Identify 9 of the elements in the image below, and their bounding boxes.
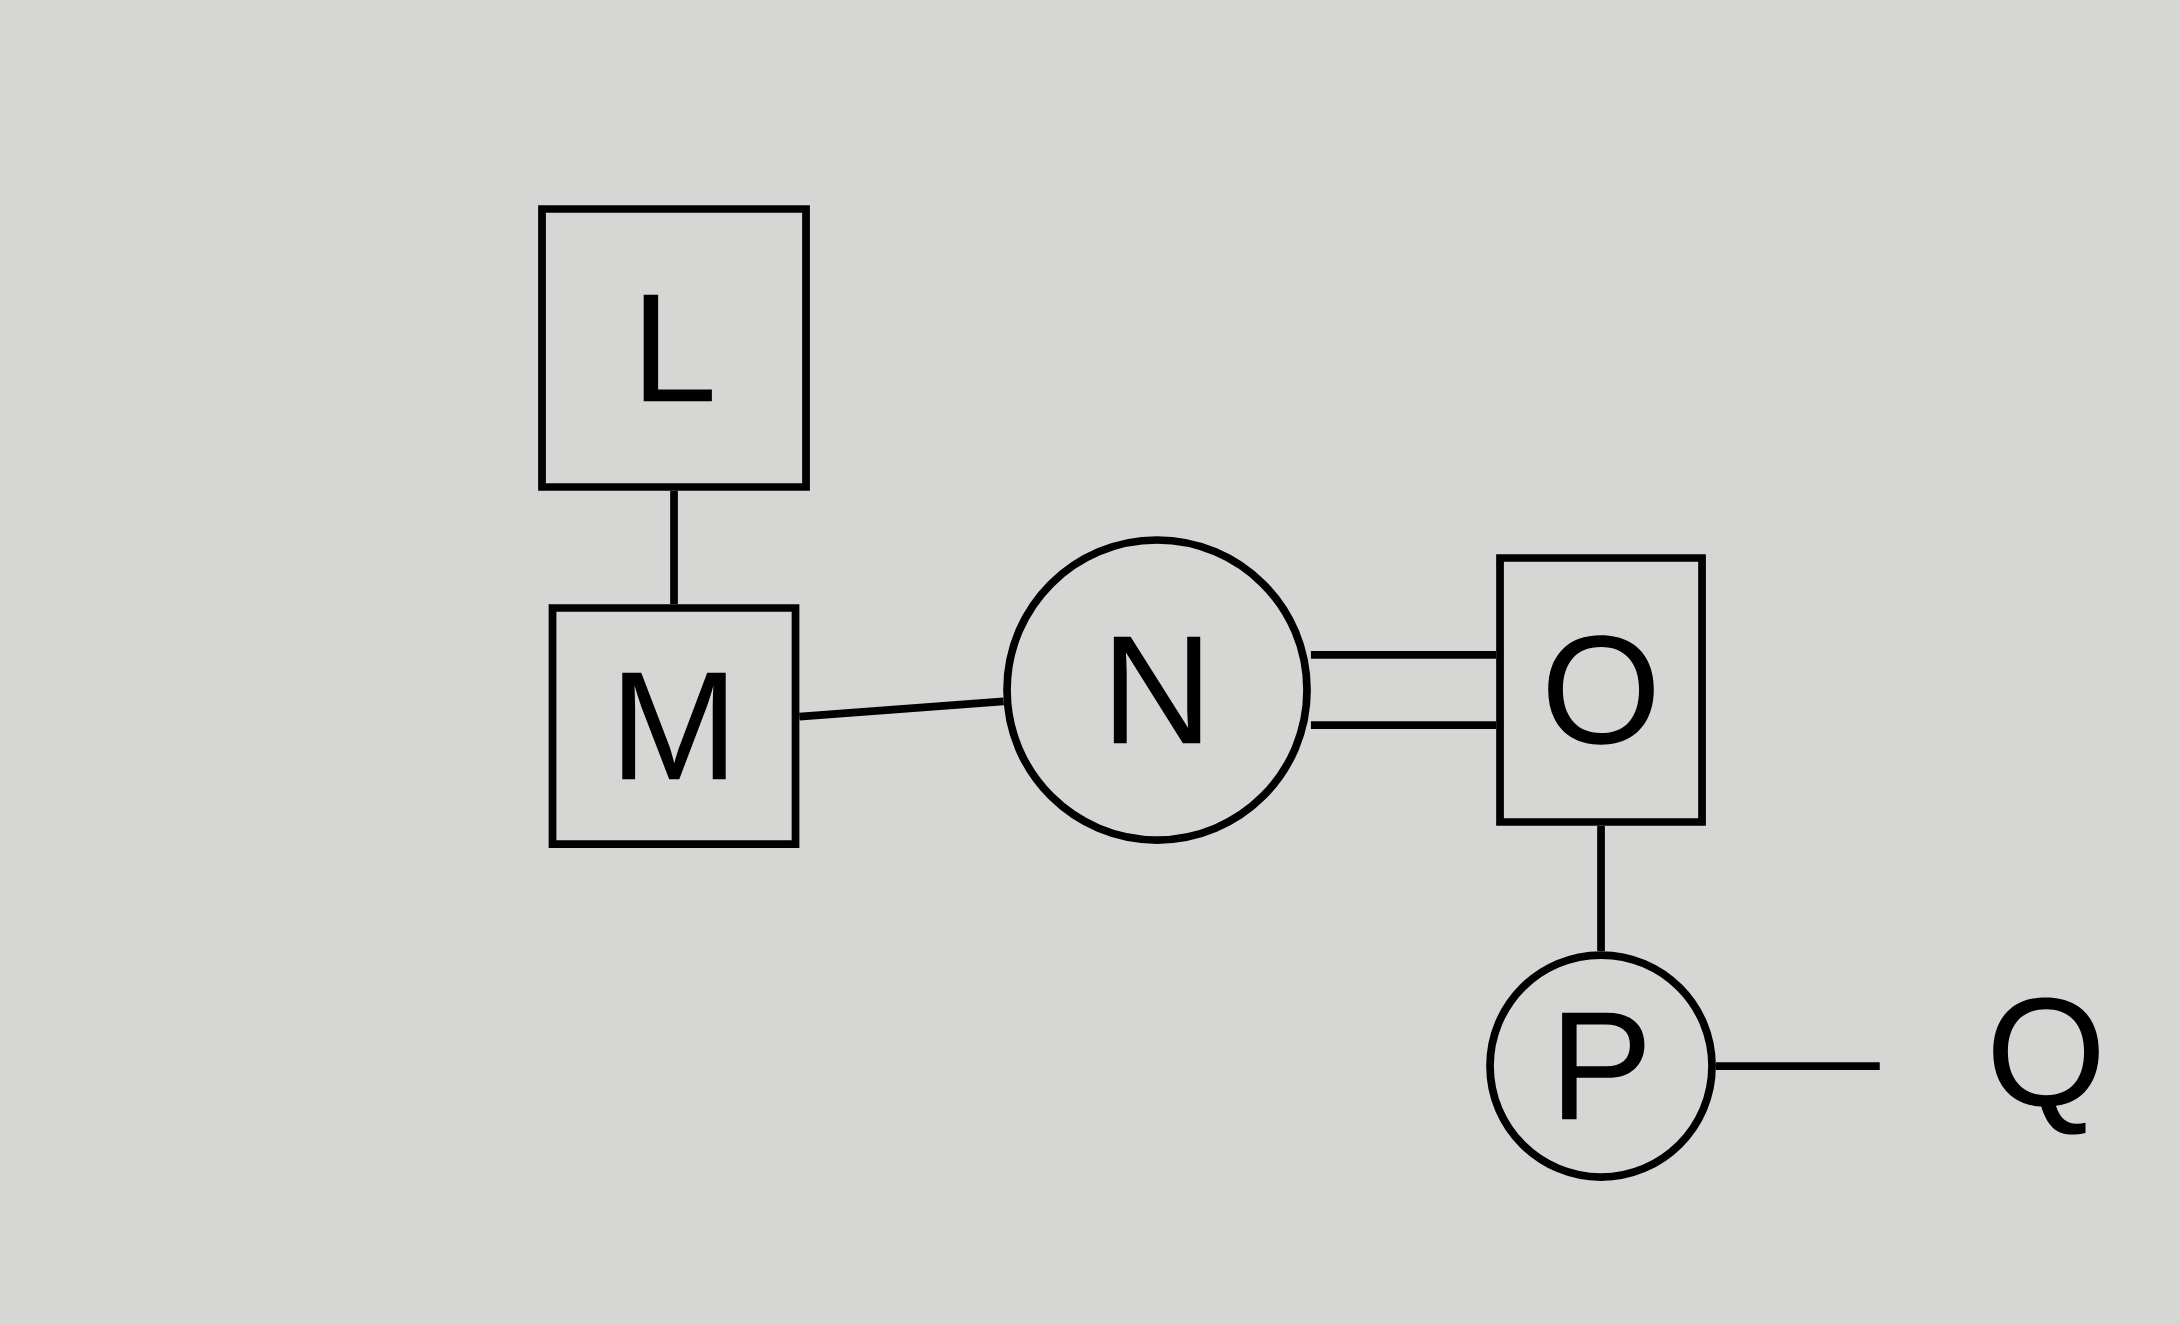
connector-line: [670, 490, 678, 605]
connector-line: [1310, 721, 1497, 729]
circle-node: P: [1486, 951, 1716, 1181]
connector-line: [1310, 651, 1497, 659]
circle-node: N: [1003, 536, 1311, 844]
square-box: L: [538, 205, 810, 491]
square-box: O: [1496, 554, 1706, 826]
square-box: M: [548, 604, 800, 848]
node-label: Q: [1993, 997, 2099, 1135]
